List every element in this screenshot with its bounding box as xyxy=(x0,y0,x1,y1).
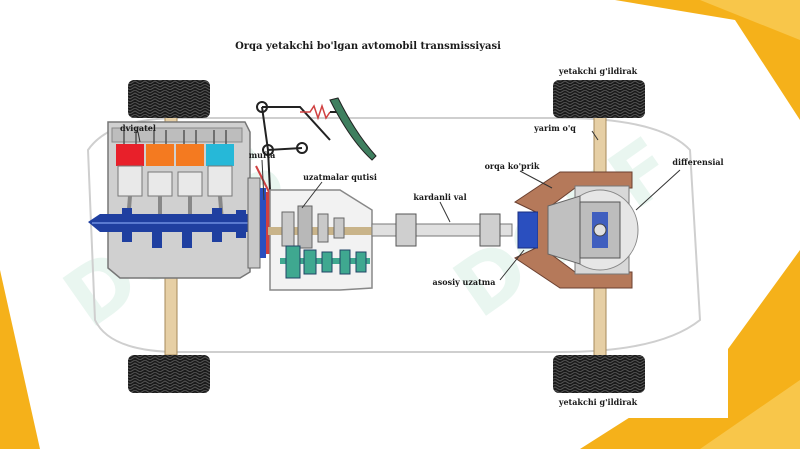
rear-wheel-top xyxy=(553,80,645,118)
label-drive-wheel-bottom: yetakchi g'ildirak xyxy=(558,397,638,407)
accent-corner-bottom-left xyxy=(0,270,40,449)
gearbox xyxy=(268,189,378,291)
accent-corner-top-right xyxy=(615,0,800,120)
label-half-shaft: yarim o'q xyxy=(533,123,576,133)
rear-wheel-bottom xyxy=(553,355,645,393)
cylinder-2 xyxy=(146,144,174,166)
label-gearbox: uzatmalar qutisi xyxy=(303,172,377,182)
label-differential: differensial xyxy=(672,157,723,167)
leader-lines xyxy=(137,130,681,281)
differential xyxy=(579,201,621,259)
cylinder-3 xyxy=(176,144,204,166)
gear-green-3 xyxy=(321,251,333,273)
universal-joint-rear xyxy=(479,213,501,247)
crankshaft xyxy=(88,208,260,248)
accent-corner-top-right-light xyxy=(700,0,800,40)
label-drive-wheel-top: yetakchi g'ildirak xyxy=(558,66,638,76)
accent-corner-bottom-right xyxy=(580,250,800,449)
gear-1 xyxy=(281,211,295,247)
gear-3 xyxy=(317,213,329,243)
cylinder-4 xyxy=(206,144,234,166)
diagram-title: Orqa yetakchi bo'lgan avtomobil transmis… xyxy=(235,41,501,52)
gear-green-4 xyxy=(339,249,351,275)
gear-4 xyxy=(333,217,345,239)
chassis-outline xyxy=(86,117,702,353)
front-wheel-bottom xyxy=(128,355,210,393)
cylinder-1 xyxy=(116,144,144,166)
drive-shaft xyxy=(371,213,513,247)
engine-block xyxy=(107,121,251,279)
clutch-pedal-linkage xyxy=(256,97,377,191)
gear-2 xyxy=(297,205,313,249)
front-wheel-top xyxy=(128,80,210,118)
label-driveshaft: kardanli val xyxy=(413,192,466,202)
label-clutch: mufta xyxy=(249,150,276,160)
label-main-gear: asosiy uzatma xyxy=(433,277,496,287)
universal-joint-front xyxy=(395,213,417,247)
main-gear xyxy=(517,195,581,265)
label-rear-axle: orqa ko'prik xyxy=(485,161,540,171)
gear-green-2 xyxy=(303,249,317,275)
accent-corner-bottom-right-light xyxy=(700,380,800,449)
gear-green-1 xyxy=(285,245,301,279)
label-engine: dvigatel xyxy=(120,123,156,133)
